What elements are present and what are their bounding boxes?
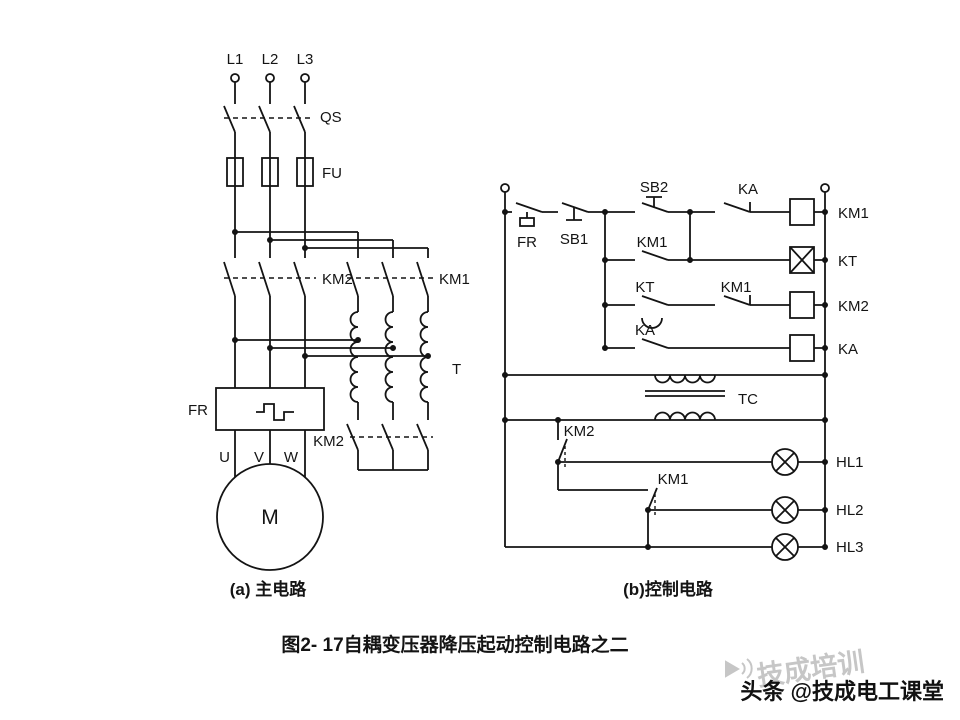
motor-symbol xyxy=(216,463,324,571)
pushbutton-actuators xyxy=(566,196,662,221)
main-circuit xyxy=(215,73,433,571)
label-l3: L3 xyxy=(297,51,314,68)
autotransformer-coil-symbol xyxy=(349,311,429,403)
control-contact-blades xyxy=(515,202,751,511)
control-terminal-left-icon xyxy=(500,183,510,193)
kt-delay-arc xyxy=(641,317,663,329)
transformer-tc-symbol xyxy=(645,374,725,421)
label-km2-star: KM2 xyxy=(313,433,344,450)
main-circuit-labels: L1 L2 L3 QS FU KM2 KM1 T KM2 FR U V W M … xyxy=(188,51,470,599)
coil-kt xyxy=(789,246,815,274)
label-kt-contact: KT xyxy=(635,279,654,296)
label-fu: FU xyxy=(322,165,342,182)
label-qs: QS xyxy=(320,109,342,126)
watermark: 技成培训 头条 @技成电工课堂 xyxy=(725,647,944,704)
lamp-hl3-icon xyxy=(771,533,799,561)
coil-km2 xyxy=(789,291,815,319)
label-l2: L2 xyxy=(262,51,279,68)
label-km1-lamp-contact: KM1 xyxy=(658,471,689,488)
lamp-hl1-icon xyxy=(771,448,799,476)
label-fr-contact: FR xyxy=(517,234,537,251)
lamp-hl2-icon xyxy=(771,496,799,524)
thermal-relay-box xyxy=(215,387,325,431)
label-sb2: SB2 xyxy=(640,179,668,196)
watermark-byline: 头条 @技成电工课堂 xyxy=(740,679,944,704)
caption-main-circuit: (a) 主电路 xyxy=(230,579,307,599)
fuse-symbols xyxy=(226,157,314,187)
label-hl1: HL1 xyxy=(836,454,864,471)
speaker-icon xyxy=(725,658,753,679)
caption-control-circuit: (b)控制电路 xyxy=(623,579,714,599)
main-wires xyxy=(234,82,429,477)
label-kt-coil: KT xyxy=(838,253,857,270)
fr-contact-detail xyxy=(519,212,535,227)
label-km1-nc: KM1 xyxy=(721,279,752,296)
label-km2-main: KM2 xyxy=(322,271,353,288)
label-km1-main: KM1 xyxy=(439,271,470,288)
lamp-contact-linkage-dashed xyxy=(564,446,656,518)
control-terminal-right-icon xyxy=(820,183,830,193)
terminal-l3-icon xyxy=(300,73,310,83)
label-km2-coil: KM2 xyxy=(838,298,869,315)
label-sb1: SB1 xyxy=(560,231,588,248)
figure-caption: 图2- 17自耦变压器降压起动控制电路之二 xyxy=(281,633,628,656)
linkage-dashed-lines xyxy=(224,117,433,438)
control-circuit xyxy=(500,183,830,561)
label-hl3: HL3 xyxy=(836,539,864,556)
label-ka-nc: KA xyxy=(738,181,758,198)
junction-dots xyxy=(232,209,828,550)
label-terminal-w: W xyxy=(284,449,299,466)
terminal-l1-icon xyxy=(230,73,240,83)
coil-km1 xyxy=(789,198,815,226)
label-km1-coil: KM1 xyxy=(838,205,869,222)
label-km1-hold: KM1 xyxy=(637,234,668,251)
label-motor-m: M xyxy=(261,506,279,529)
label-terminal-v: V xyxy=(254,449,264,466)
terminal-l2-icon xyxy=(265,73,275,83)
label-ka-contact: KA xyxy=(635,322,655,339)
label-hl2: HL2 xyxy=(836,502,864,519)
control-circuit-labels: FR SB1 SB2 KA KM1 KM1 KT KT KM1 KM2 KA K… xyxy=(517,179,869,599)
control-wires xyxy=(504,192,826,548)
label-terminal-u: U xyxy=(219,449,230,466)
label-l1: L1 xyxy=(227,51,244,68)
label-fr-main: FR xyxy=(188,402,208,419)
coil-ka xyxy=(789,334,815,362)
label-tc: TC xyxy=(738,391,758,408)
label-km2-lamp-contact: KM2 xyxy=(564,423,595,440)
label-ka-coil: KA xyxy=(838,341,858,358)
label-transformer-t: T xyxy=(452,361,461,378)
